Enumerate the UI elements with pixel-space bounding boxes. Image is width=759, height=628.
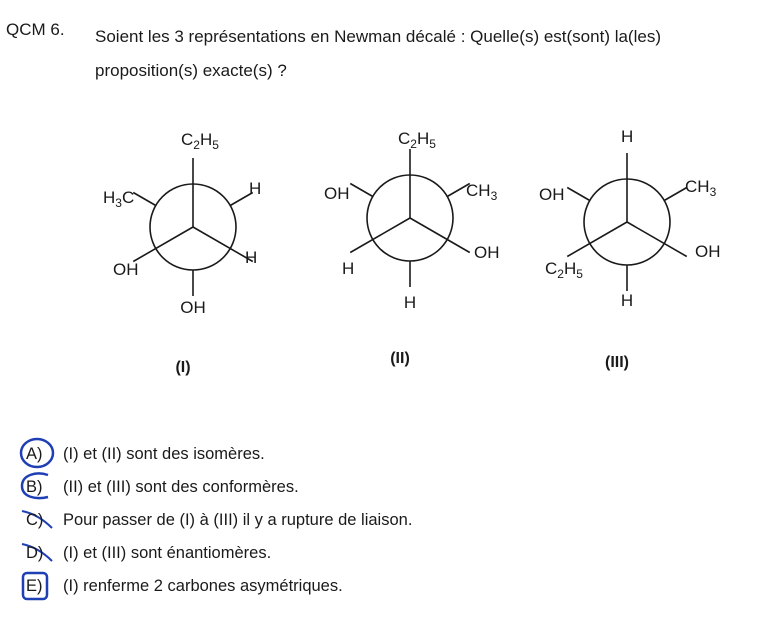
front-substituent-top: C2H5 bbox=[181, 130, 219, 152]
rear-bond bbox=[566, 186, 591, 202]
rear-bond bbox=[349, 182, 374, 198]
rear-substituent-top-left: OH bbox=[539, 185, 565, 204]
rear-substituent-top-right: CH3 bbox=[466, 181, 498, 203]
front-bond bbox=[566, 221, 628, 258]
front-substituent-bottom-left: C2H5 bbox=[545, 259, 583, 281]
front-bond bbox=[132, 226, 194, 263]
strike-mark-icon bbox=[21, 510, 53, 529]
question-text: Soient les 3 représentations en Newman d… bbox=[95, 20, 745, 88]
option-letter: C) bbox=[26, 511, 44, 529]
rear-substituent-top-left: H3C bbox=[103, 188, 134, 210]
circle-mark-icon bbox=[19, 437, 55, 469]
projection-caption: (I) bbox=[175, 359, 190, 376]
option-text: (I) et (III) sont énantiomères. bbox=[63, 544, 272, 562]
front-substituent-bottom-right: OH bbox=[695, 242, 721, 261]
rear-substituent-top-right: CH3 bbox=[685, 177, 717, 199]
rear-substituent-bottom: H bbox=[404, 293, 416, 312]
option-text: (II) et (III) sont des conformères. bbox=[63, 478, 299, 496]
option-text: Pour passer de (I) à (III) il y a ruptur… bbox=[63, 511, 413, 529]
option-letter: D) bbox=[26, 544, 44, 562]
projection-caption: (III) bbox=[605, 354, 629, 371]
option-text: (I) renferme 2 carbones asymétriques. bbox=[63, 577, 343, 595]
rear-substituent-top-right: H bbox=[249, 179, 261, 198]
option-letter: A) bbox=[26, 445, 43, 463]
rear-bond bbox=[446, 182, 471, 198]
front-bond bbox=[349, 217, 411, 254]
front-substituent-bottom-left: OH bbox=[113, 260, 139, 279]
rear-substituent-bottom: H bbox=[621, 291, 633, 310]
front-bond bbox=[192, 226, 254, 263]
rear-bond bbox=[132, 191, 157, 207]
front-substituent-bottom-right: H bbox=[245, 248, 257, 267]
question-label: QCM 6. bbox=[6, 20, 65, 39]
rear-bond bbox=[229, 191, 254, 207]
rear-substituent-top-left: OH bbox=[324, 184, 350, 203]
strike-mark-icon bbox=[21, 543, 53, 562]
projection-caption: (II) bbox=[390, 350, 410, 367]
rear-bond bbox=[663, 186, 688, 202]
box-mark-icon bbox=[21, 571, 49, 601]
rear-substituent-bottom: OH bbox=[180, 298, 206, 317]
front-bond bbox=[409, 217, 471, 254]
front-substituent-bottom-left: H bbox=[342, 259, 354, 278]
question-line-2: proposition(s) exacte(s) ? bbox=[95, 61, 287, 80]
option-letter: E) bbox=[26, 577, 43, 595]
option-letter: B) bbox=[26, 478, 43, 496]
question-line-1: Soient les 3 représentations en Newman d… bbox=[95, 27, 661, 46]
front-substituent-top: H bbox=[621, 127, 633, 146]
front-bond bbox=[626, 221, 688, 258]
circle-mark-icon bbox=[20, 472, 49, 500]
front-substituent-bottom-right: OH bbox=[474, 243, 500, 262]
front-substituent-top: C2H5 bbox=[398, 129, 436, 151]
option-text: (I) et (II) sont des isomères. bbox=[63, 445, 265, 463]
